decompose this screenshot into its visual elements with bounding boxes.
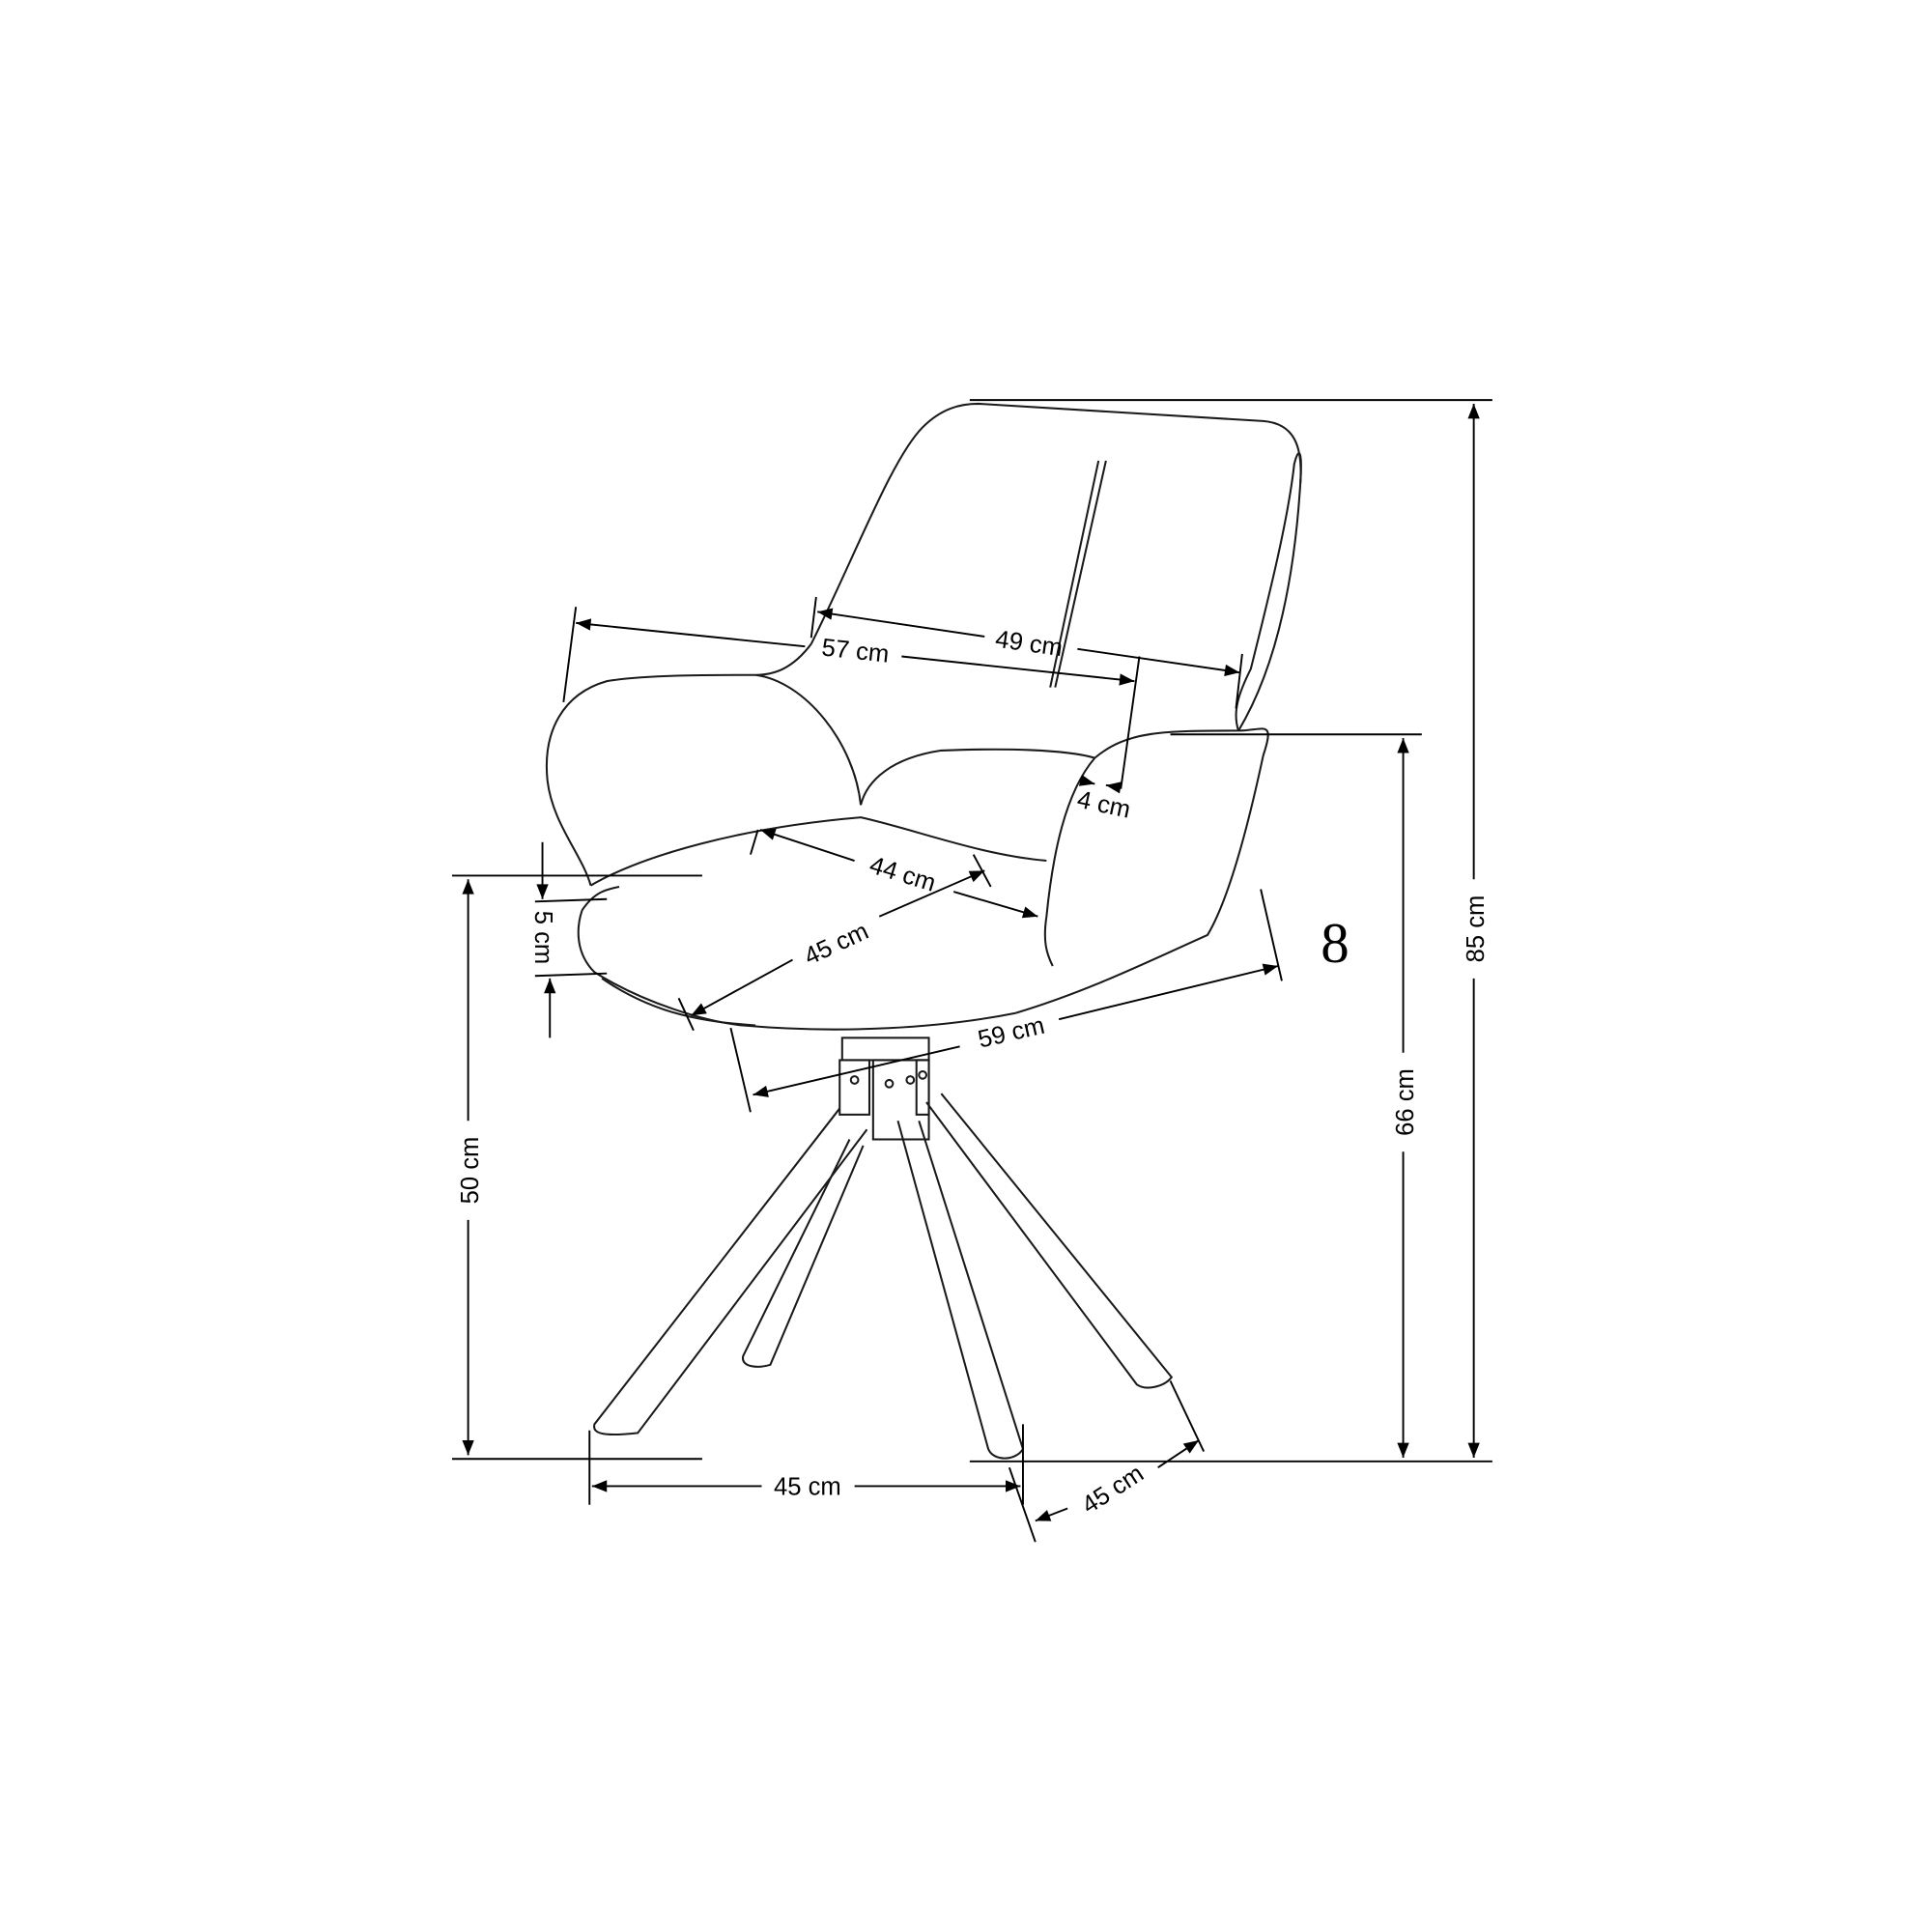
dimension-lines [451,399,1492,1543]
seat [577,816,1047,1031]
label-armrest-height: 66 cm [1392,1068,1419,1136]
label-total-height: 85 cm [1463,895,1490,963]
label-base-depth: 45 cm [1077,1460,1149,1519]
label-back-width: 49 cm [994,626,1065,662]
backrest-cushion [860,748,1095,806]
label-base-width: 45 cm [774,1473,841,1500]
model-number-badge: 8 [1321,911,1349,975]
label-overall-width: 57 cm [820,635,890,668]
back-seam [1049,460,1107,688]
seat-base [601,977,756,1027]
label-seat-thickness: 5 cm [529,911,556,965]
leg-front-left [593,1107,868,1436]
chair-outline [545,402,1302,1460]
label-seat-height: 50 cm [457,1137,484,1205]
right-armrest [1014,727,1269,1014]
label-seat-width: 44 cm [867,852,939,897]
left-armrest [545,643,863,886]
leg-back-right [925,1093,1174,1389]
label-armrest-thickness: 4 cm [1075,786,1133,824]
label-seat-depth: 45 cm [800,918,872,971]
leg-back-left [742,1139,865,1368]
backrest [810,402,1302,731]
